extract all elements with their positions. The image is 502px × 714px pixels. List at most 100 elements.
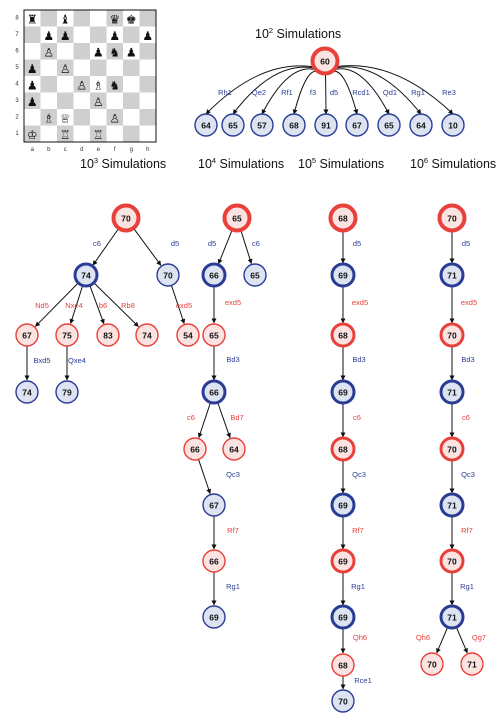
node-value: 69 xyxy=(338,557,348,567)
board-square xyxy=(123,125,140,142)
board-square xyxy=(24,43,41,60)
rank-label: 3 xyxy=(15,98,19,104)
chess-piece: ♙ xyxy=(76,78,87,92)
tree-edge xyxy=(455,626,468,654)
tree-edge xyxy=(171,285,186,325)
tree-edge xyxy=(198,459,212,495)
chess-piece: ♞ xyxy=(109,45,120,59)
chess-piece: ♝ xyxy=(60,12,71,26)
move-label: Qh6 xyxy=(353,633,367,642)
move-label: Rf1 xyxy=(281,88,293,97)
tree-title: 104 Simulations xyxy=(198,156,284,171)
tree-node xyxy=(330,379,356,405)
board-square xyxy=(139,43,156,60)
board-square xyxy=(57,109,74,126)
move-label: c6 xyxy=(353,413,361,422)
board-square xyxy=(73,26,90,43)
tree-node xyxy=(221,113,245,137)
move-label: exd5 xyxy=(461,298,477,307)
move-label: d5 xyxy=(462,239,470,248)
node-value: 68 xyxy=(338,331,348,341)
move-label: exd5 xyxy=(352,298,368,307)
rank-label: 8 xyxy=(15,15,19,21)
move-label: Rf7 xyxy=(461,526,473,535)
node-value: 91 xyxy=(321,121,331,131)
rank-label: 6 xyxy=(15,48,19,54)
tree-edge xyxy=(69,285,84,325)
move-label: Rg1 xyxy=(460,582,474,591)
node-value: 69 xyxy=(338,501,348,511)
board-square xyxy=(106,125,123,142)
tree-node xyxy=(439,379,465,405)
board-square xyxy=(106,92,123,109)
node-value: 64 xyxy=(416,121,426,131)
node-value: 69 xyxy=(209,613,219,623)
node-value: 65 xyxy=(384,121,394,131)
node-value: 71 xyxy=(467,660,477,670)
node-value: 70 xyxy=(427,660,437,670)
tree-node xyxy=(55,323,79,347)
board-square xyxy=(139,109,156,126)
tree-node xyxy=(73,262,99,288)
tree-node xyxy=(420,652,444,676)
node-value: 70 xyxy=(447,331,457,341)
tree-edge xyxy=(335,66,422,115)
chess-piece: ♙ xyxy=(43,45,54,59)
board-square xyxy=(139,10,156,27)
tree-node xyxy=(111,203,141,233)
node-value: 70 xyxy=(338,697,348,707)
tree-node xyxy=(460,652,484,676)
move-label: Rf7 xyxy=(352,526,364,535)
tree-node xyxy=(202,549,226,573)
tree-edge xyxy=(197,402,211,439)
board-square xyxy=(40,125,57,142)
file-label: e xyxy=(97,147,101,153)
tree-node xyxy=(330,262,356,288)
board-square xyxy=(106,10,123,27)
tree-edge xyxy=(217,402,231,439)
chess-piece: ♙ xyxy=(109,111,120,125)
rank-label: 2 xyxy=(15,114,19,120)
board-square xyxy=(123,109,140,126)
board-square xyxy=(90,125,107,142)
node-value: 67 xyxy=(22,331,32,341)
node-value: 71 xyxy=(447,271,457,281)
board-square xyxy=(40,26,57,43)
node-value: 71 xyxy=(447,388,457,398)
node-value: 67 xyxy=(352,121,362,131)
move-label: c6 xyxy=(252,239,260,248)
board-square xyxy=(106,76,123,93)
tree-node xyxy=(439,548,465,574)
move-label: Qg7 xyxy=(472,633,486,642)
board-square xyxy=(139,59,156,76)
node-value: 67 xyxy=(209,501,219,511)
chess-piece: ♕ xyxy=(60,111,71,125)
move-label: f3 xyxy=(310,88,316,97)
move-label: Qh6 xyxy=(416,633,430,642)
rank-label: 4 xyxy=(15,81,19,87)
node-value: 57 xyxy=(257,121,267,131)
board-square xyxy=(40,59,57,76)
tree-edge xyxy=(261,68,317,115)
tree-node xyxy=(96,323,120,347)
node-value: 65 xyxy=(228,121,238,131)
board-square xyxy=(73,43,90,60)
board-square xyxy=(40,92,57,109)
board-square xyxy=(24,109,41,126)
chess-piece: ♟ xyxy=(93,45,104,59)
board-square xyxy=(73,92,90,109)
move-label: Qc3 xyxy=(352,470,366,479)
file-label: d xyxy=(80,147,83,153)
board-square xyxy=(106,43,123,60)
chess-piece: ♟ xyxy=(126,45,137,59)
move-label: d5 xyxy=(330,88,338,97)
move-label: Rf7 xyxy=(227,526,239,535)
board-square xyxy=(139,26,156,43)
board-square xyxy=(24,76,41,93)
chess-piece: ♔ xyxy=(27,128,38,142)
node-value: 71 xyxy=(447,501,457,511)
board-square xyxy=(24,92,41,109)
tree-edge xyxy=(35,282,79,327)
